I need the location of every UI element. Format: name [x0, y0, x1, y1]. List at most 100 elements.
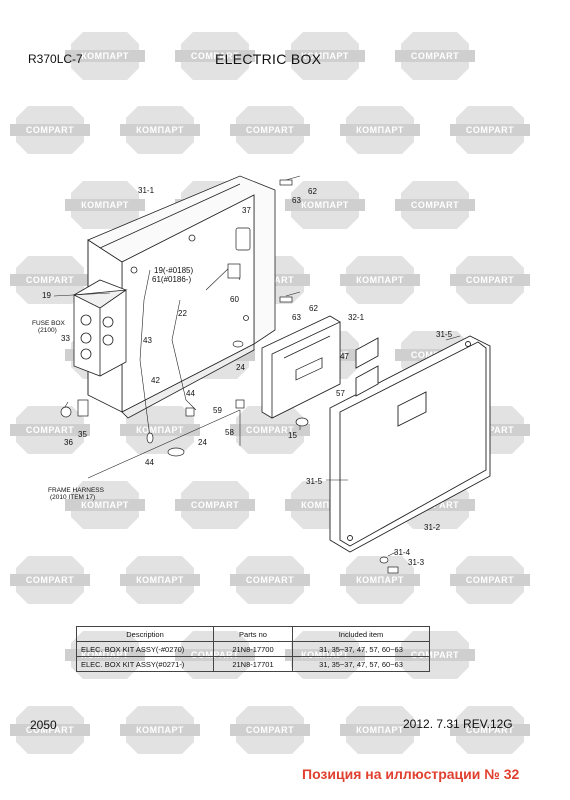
watermark-logo: COMPART [10, 256, 90, 304]
callout-31-1: 31-1 [138, 186, 155, 195]
callout-19: 19 [42, 291, 51, 300]
watermark-logo: COMPART [175, 32, 255, 80]
callout-61-0186: 61(#0186-) [152, 275, 191, 284]
watermark-logo: COMPART [395, 631, 475, 679]
svg-text:COMPART: COMPART [246, 125, 294, 135]
svg-text:COMPART: COMPART [411, 200, 459, 210]
callout-31-2: 31-2 [424, 523, 441, 532]
watermark-logo: COMPART [450, 706, 530, 754]
row-description: ELEC. BOX KIT ASSY(-#0270) [76, 641, 214, 657]
svg-text:КОМПАРТ: КОМПАРТ [356, 125, 404, 135]
svg-text:КОМПАРТ: КОМПАРТ [356, 275, 404, 285]
watermark-logo: COMPART [230, 706, 310, 754]
parts-table: Description Parts no Included item ELEC.… [76, 626, 430, 672]
callout-62: 62 [308, 187, 317, 196]
model-number: R370LC-7 [28, 52, 83, 66]
watermark-logo: COMPART [230, 556, 310, 604]
watermark-logo: COMPART [395, 32, 475, 80]
watermark-logo: КОМПАРТ [285, 32, 365, 80]
svg-text:COMPART: COMPART [466, 725, 514, 735]
svg-text:COMPART: COMPART [191, 500, 239, 510]
callout-31-3: 31-3 [408, 558, 425, 567]
hardware-parts [60, 179, 399, 574]
svg-text:КОМПАРТ: КОМПАРТ [136, 425, 184, 435]
callout-44: 44 [145, 458, 154, 467]
watermark-logo: КОМПАРТ [120, 556, 200, 604]
svg-text:КОМПАРТ: КОМПАРТ [301, 51, 349, 61]
callout-labels: 31-1 62 63 37 19(-#0185) 61(#0186-) 60 6… [32, 186, 453, 567]
watermark-logo: КОМПАРТ [340, 706, 420, 754]
callout-31-5: 31-5 [436, 330, 453, 339]
callout-22: 22 [178, 309, 187, 318]
watermark-logo: COMPART [175, 481, 255, 529]
watermark-logo: COMPART [450, 106, 530, 154]
page-title: ELECTRIC BOX [215, 51, 322, 67]
callout-59: 59 [213, 406, 222, 415]
table-header-row: Description Parts no Included item [76, 626, 430, 642]
callout-60: 60 [230, 295, 239, 304]
note-fuse-box: FUSE BOX [32, 320, 66, 327]
svg-text:КОМПАРТ: КОМПАРТ [356, 725, 404, 735]
callout-57: 57 [336, 389, 345, 398]
cover-door [329, 335, 491, 553]
watermark-logo: COMPART [450, 256, 530, 304]
callout-24: 24 [198, 438, 207, 447]
watermark-logo: КОМПАРТ [120, 106, 200, 154]
svg-text:COMPART: COMPART [246, 425, 294, 435]
row-parts-no: 21N8-17700 [213, 641, 293, 657]
svg-text:КОМПАРТ: КОМПАРТ [81, 51, 129, 61]
note-fuse-box-ref: (2100) [38, 327, 57, 334]
watermark-logo: КОМПАРТ [340, 556, 420, 604]
watermark-logo: COMPART [10, 556, 90, 604]
watermark-logo: КОМПАРТ [65, 181, 145, 229]
revision-date: 2012. 7.31 REV.12G [403, 717, 513, 731]
table-row: ELEC. BOX KIT ASSY(-#0270) 21N8-17700 31… [76, 641, 430, 657]
callout-15: 15 [288, 431, 297, 440]
svg-text:КОМПАРТ: КОМПАРТ [301, 200, 349, 210]
callout-31-4: 31-4 [394, 548, 411, 557]
watermark-logo: COMPART [395, 181, 475, 229]
callout-32-1: 32-1 [348, 313, 365, 322]
svg-text:КОМПАРТ: КОМПАРТ [136, 125, 184, 135]
callout-33: 33 [61, 334, 70, 343]
illustration-position-note: Позиция на иллюстрации № 32 [302, 766, 520, 782]
header-description: Description [76, 626, 214, 642]
callout-37: 37 [242, 206, 251, 215]
svg-text:COMPART: COMPART [466, 275, 514, 285]
svg-text:COMPART: COMPART [466, 125, 514, 135]
callout-58: 58 [225, 428, 234, 437]
row-included-item: 31, 35~37, 47, 57, 60~63 [292, 641, 430, 657]
header-parts-no: Parts no [213, 626, 293, 642]
header-included-item: Included item [292, 626, 430, 642]
watermark-logo: КОМПАРТ [340, 106, 420, 154]
svg-text:КОМПАРТ: КОМПАРТ [136, 725, 184, 735]
watermark-logo: КОМПАРТ [65, 481, 145, 529]
page-number: 2050 [30, 718, 57, 732]
svg-text:КОМПАРТ: КОМПАРТ [301, 500, 349, 510]
svg-text:КОМПАРТ: КОМПАРТ [81, 500, 129, 510]
row-description: ELEC. BOX KIT ASSY(#0271-) [76, 656, 214, 672]
svg-text:COMPART: COMPART [466, 575, 514, 585]
controller-unit [261, 315, 341, 419]
svg-text:COMPART: COMPART [26, 125, 74, 135]
callout-42: 42 [151, 376, 160, 385]
row-included-item: 31, 35~37, 47, 57, 60~63 [292, 656, 430, 672]
watermark-logo: COMPART [10, 106, 90, 154]
svg-text:COMPART: COMPART [411, 650, 459, 660]
watermark-logo: COMPART [230, 106, 310, 154]
svg-text:COMPART: COMPART [26, 725, 74, 735]
table-row: ELEC. BOX KIT ASSY(#0271-) 21N8-17701 31… [76, 656, 430, 672]
watermark-logo: COMPART [10, 706, 90, 754]
callout-43: 43 [143, 336, 152, 345]
svg-text:COMPART: COMPART [246, 725, 294, 735]
note-frame-harness: FRAME HARNESS [48, 487, 105, 494]
svg-text:COMPART: COMPART [411, 51, 459, 61]
callout-31-5: 31-5 [306, 477, 323, 486]
callout-35: 35 [78, 430, 87, 439]
row-parts-no: 21N8-17701 [213, 656, 293, 672]
watermark-logo: COMPART [230, 406, 310, 454]
watermark-logo: КОМПАРТ [285, 481, 365, 529]
note-frame-harness-ref: (2010 ITEM 17) [50, 494, 95, 501]
svg-text:COMPART: COMPART [191, 51, 239, 61]
